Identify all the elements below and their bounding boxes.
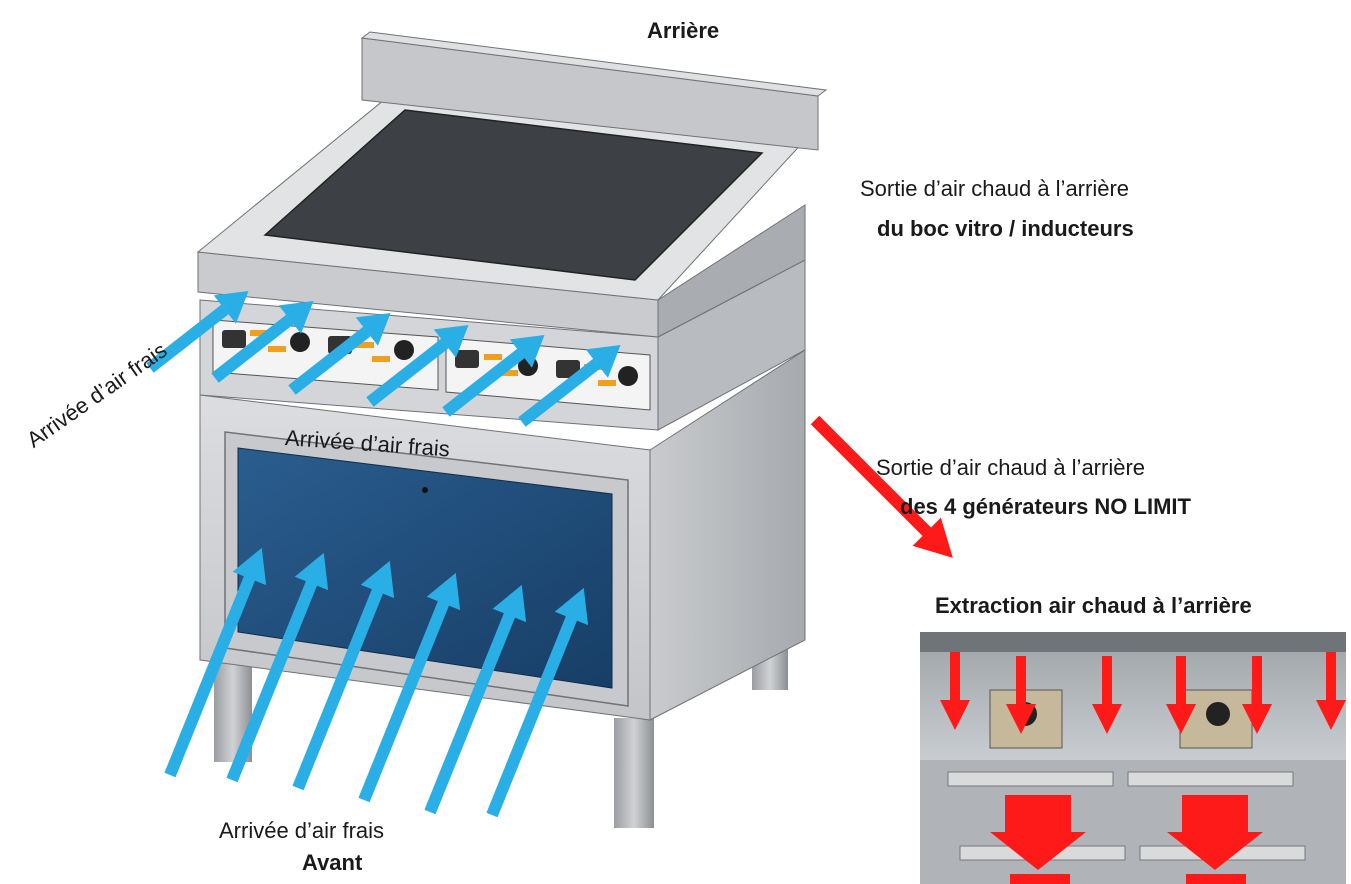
glass-ceramic-top <box>263 109 764 281</box>
door-keyhole <box>422 487 428 493</box>
hot-air-top-label-line2: du boc vitro / inducteurs <box>877 216 1134 241</box>
fresh-air-arrows-upper <box>146 291 621 427</box>
induction-cooker-illustration <box>196 31 828 828</box>
front-label: Avant <box>302 850 363 875</box>
extraction-photo <box>920 632 1346 884</box>
backsplash-top <box>360 31 828 97</box>
fresh-air-arrows-front <box>164 547 589 818</box>
extraction-title: Extraction air chaud à l’arrière <box>935 593 1252 618</box>
hot-air-generators-label-line2: des 4 générateurs NO LIMIT <box>900 494 1191 519</box>
hot-air-exit-arrow <box>810 415 953 558</box>
back-label: Arrière <box>647 18 720 43</box>
hot-air-generators-label-line1: Sortie d’air chaud à l’arrière <box>876 455 1146 480</box>
hot-air-top-label-line1: Sortie d’air chaud à l’arrière <box>860 176 1130 201</box>
front-fresh-air-label: Arrivée d’air frais <box>219 818 385 843</box>
leg-front-right <box>614 718 654 828</box>
